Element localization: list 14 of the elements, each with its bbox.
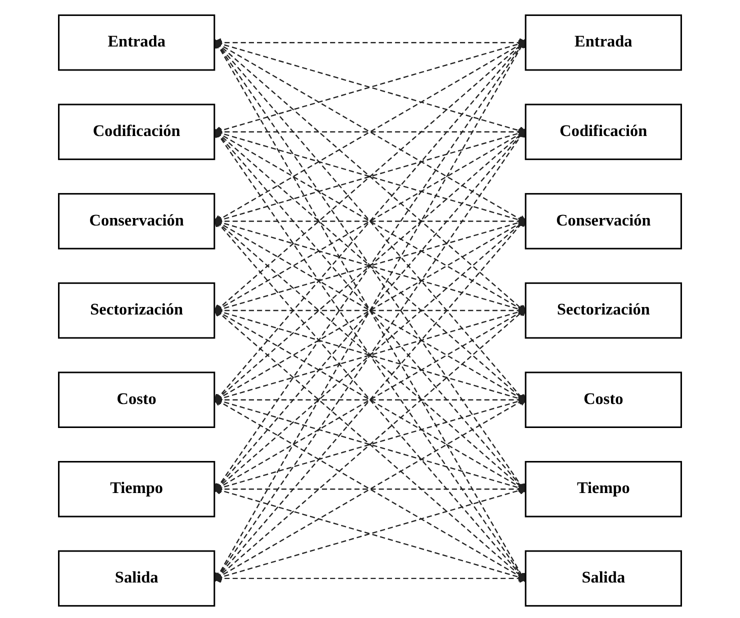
node-box [58,104,216,160]
node-box [524,550,682,607]
node-box [58,282,216,339]
node-box [524,282,682,339]
node-box [58,550,216,607]
node-box [524,372,682,428]
node-box [524,14,682,71]
node-box [524,104,682,160]
node-box [58,372,216,428]
node-box [58,14,216,71]
node-box [524,460,682,518]
node-box [58,460,216,518]
node-box [58,193,216,250]
node-box [524,193,682,250]
